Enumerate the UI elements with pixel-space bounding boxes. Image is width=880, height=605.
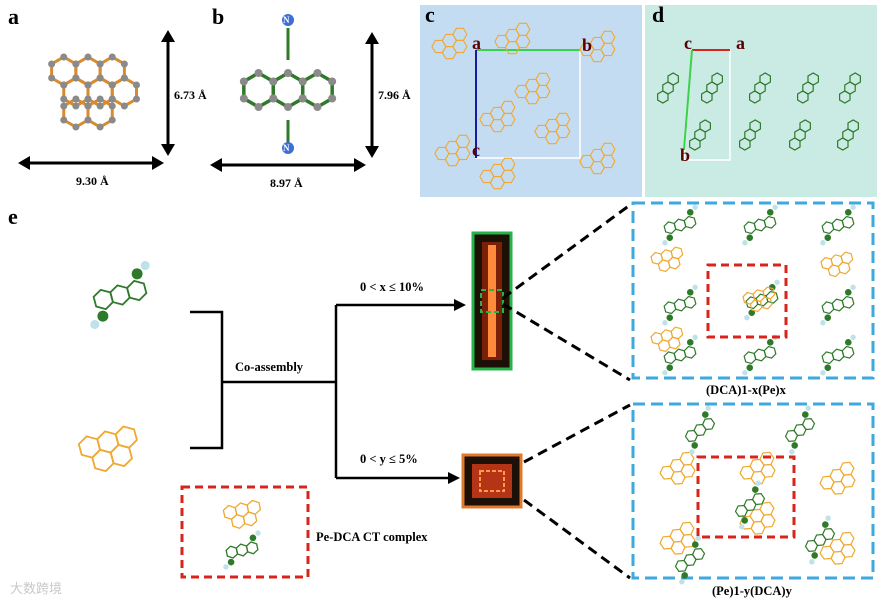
top-box-dca xyxy=(820,334,856,376)
watermark: 大数跨境 xyxy=(10,582,63,597)
crystal-top-formula: (DCA)1-x(Pe)x xyxy=(706,383,786,397)
panel-c-perylene xyxy=(494,22,531,55)
dca-monomer xyxy=(90,260,150,330)
top-box-perylene xyxy=(650,246,684,273)
panel-b-width: 8.97 Å xyxy=(270,176,303,190)
top-box-dca xyxy=(744,279,780,321)
ct-complex-box xyxy=(180,485,310,579)
atom-n-bottom: N xyxy=(283,143,290,153)
panel-c-axis-b: b xyxy=(582,35,593,55)
zoom-lines xyxy=(502,203,631,580)
panel-d-dca xyxy=(839,72,861,104)
bottom-box-dca xyxy=(674,535,706,585)
panel-c-background xyxy=(420,5,642,197)
panel-c-perylene xyxy=(514,72,551,105)
ct-complex-label: Pe-DCA CT complex xyxy=(316,530,428,544)
perylene-monomer xyxy=(77,425,138,473)
panel-b-height: 7.96 Å xyxy=(378,88,411,102)
crystal-bottom xyxy=(461,453,523,509)
top-box-dca xyxy=(820,204,856,246)
crystal-bottom-formula: (Pe)1-y(DCA)y xyxy=(712,584,792,598)
ct-dca xyxy=(223,530,261,570)
panel-c-perylene xyxy=(579,142,616,175)
panel-a-width: 9.30 Å xyxy=(76,174,109,188)
nitrogen-atom xyxy=(282,142,294,154)
panel-c-unit-cell xyxy=(475,49,581,159)
panel-d-background xyxy=(645,5,877,197)
panel-d-dca xyxy=(689,119,711,151)
panel-b-label: b xyxy=(212,4,225,29)
panel-d-axis-b: b xyxy=(680,145,691,165)
bottom-box-perylene xyxy=(739,501,776,535)
co-assembly-tree xyxy=(190,299,466,484)
crystal-top xyxy=(471,231,513,371)
nitrogen-atom xyxy=(282,14,294,26)
panel-c-label: c xyxy=(425,2,435,27)
panel-c-perylene xyxy=(434,134,471,167)
bottom-box-perylene xyxy=(739,451,776,485)
bottom-box-perylene xyxy=(819,461,856,495)
co-assembly-label: Co-assembly xyxy=(235,360,304,374)
branch-top-label: 0 < x ≤ 10% xyxy=(360,280,424,294)
top-box-dca xyxy=(662,284,698,326)
ct-highlight-top xyxy=(706,263,788,339)
top-box-dca xyxy=(662,334,698,376)
panel-d-dca xyxy=(701,72,723,104)
panel-c-perylene xyxy=(479,157,516,190)
panel-d-dca xyxy=(657,72,679,104)
panel-d-dca xyxy=(789,119,811,151)
panel-d-dca xyxy=(837,119,859,151)
panel-d-dca xyxy=(797,72,819,104)
bottom-box-dca xyxy=(784,405,816,455)
panel-d-label: d xyxy=(652,2,665,27)
bottom-box-dca xyxy=(804,515,836,565)
bottom-box-perylene xyxy=(659,521,696,555)
bottom-box-perylene xyxy=(659,451,696,485)
bottom-box-dca xyxy=(734,480,766,530)
panel-c-axis-a: a xyxy=(472,33,481,53)
bottom-box-perylene xyxy=(819,531,856,565)
ct-perylene xyxy=(222,499,262,529)
panel-c-perylene xyxy=(479,100,516,133)
ct-highlight-bottom xyxy=(696,455,796,539)
panel-d-dca xyxy=(739,119,761,151)
panel-a-label: a xyxy=(8,4,19,29)
panel-c-perylene xyxy=(534,112,571,145)
panel-c-perylene xyxy=(431,27,468,60)
panel-b-dimension-arrows xyxy=(210,32,379,172)
top-box-perylene xyxy=(820,251,854,278)
bottom-box-dca xyxy=(684,405,716,455)
panel-d-axis-c: c xyxy=(684,33,692,53)
panel-c-perylene xyxy=(579,30,616,63)
packing-box-top xyxy=(631,201,875,380)
top-box-dca xyxy=(820,284,856,326)
dca-structure xyxy=(239,69,337,111)
top-box-perylene xyxy=(650,326,684,353)
panel-c-axis-c: c xyxy=(472,140,480,160)
molecule-layer xyxy=(48,14,861,585)
perylene-structure xyxy=(48,53,140,131)
packing-box-bottom xyxy=(631,402,875,580)
panel-d-unit-cell xyxy=(683,49,731,161)
panel-a-dimension-arrows xyxy=(18,30,175,170)
panel-d-dca xyxy=(749,72,771,104)
atom-n-top: N xyxy=(283,15,290,25)
top-box-dca xyxy=(742,204,778,246)
branch-bottom-label: 0 < y ≤ 5% xyxy=(360,452,418,466)
top-box-dca xyxy=(742,334,778,376)
top-box-dca xyxy=(662,204,698,246)
panel-e-label: e xyxy=(8,204,18,229)
panel-d-axis-a: a xyxy=(736,33,745,53)
top-box-perylene xyxy=(742,286,776,313)
panel-a-height: 6.73 Å xyxy=(174,88,207,102)
